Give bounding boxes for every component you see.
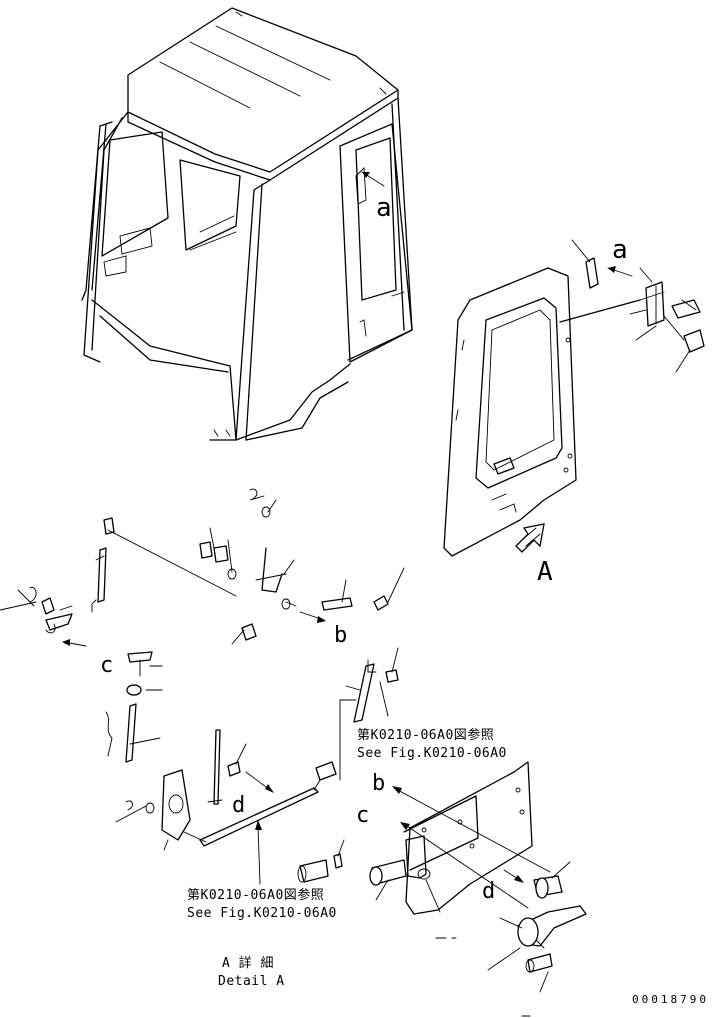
drawing-number: 00018790 — [632, 993, 709, 1006]
label-a-door: a — [612, 235, 628, 265]
cab-door-window — [355, 137, 397, 301]
reference-note-1-jp: 第K0210-06A0図参照 — [357, 727, 494, 743]
lock-linkage — [0, 488, 405, 885]
hinge-bolt-1 — [671, 299, 701, 319]
label-a-cab: a — [376, 193, 392, 223]
cab-assembly — [81, 7, 413, 441]
view-arrow-A — [515, 523, 545, 553]
lock-bracket — [161, 769, 191, 841]
detail-title-jp: A 詳 細 — [222, 955, 274, 971]
label-c-link: c — [100, 653, 113, 678]
cab-door — [443, 239, 705, 557]
reference-note-1-en: See Fig.K0210-06A0 — [357, 746, 507, 761]
label-A-view: A — [537, 557, 553, 587]
label-d-plate: d — [482, 879, 495, 904]
handle-assembly — [297, 761, 587, 1017]
label-d-link: d — [232, 793, 245, 818]
door-hinge — [645, 281, 665, 327]
reference-note-2-jp: 第K0210-06A0図参照 — [187, 887, 324, 903]
label-c-plate: c — [356, 803, 369, 828]
label-b-plate: b — [372, 771, 385, 796]
link-rod — [107, 529, 237, 597]
door-panel — [443, 267, 577, 557]
door-window — [475, 297, 563, 489]
reference-note-2-en: See Fig.K0210-06A0 — [187, 906, 337, 921]
handle-plate — [405, 761, 533, 915]
cab-roof — [127, 7, 399, 173]
detail-title-en: Detail A — [218, 974, 285, 989]
label-b-link: b — [334, 623, 347, 648]
